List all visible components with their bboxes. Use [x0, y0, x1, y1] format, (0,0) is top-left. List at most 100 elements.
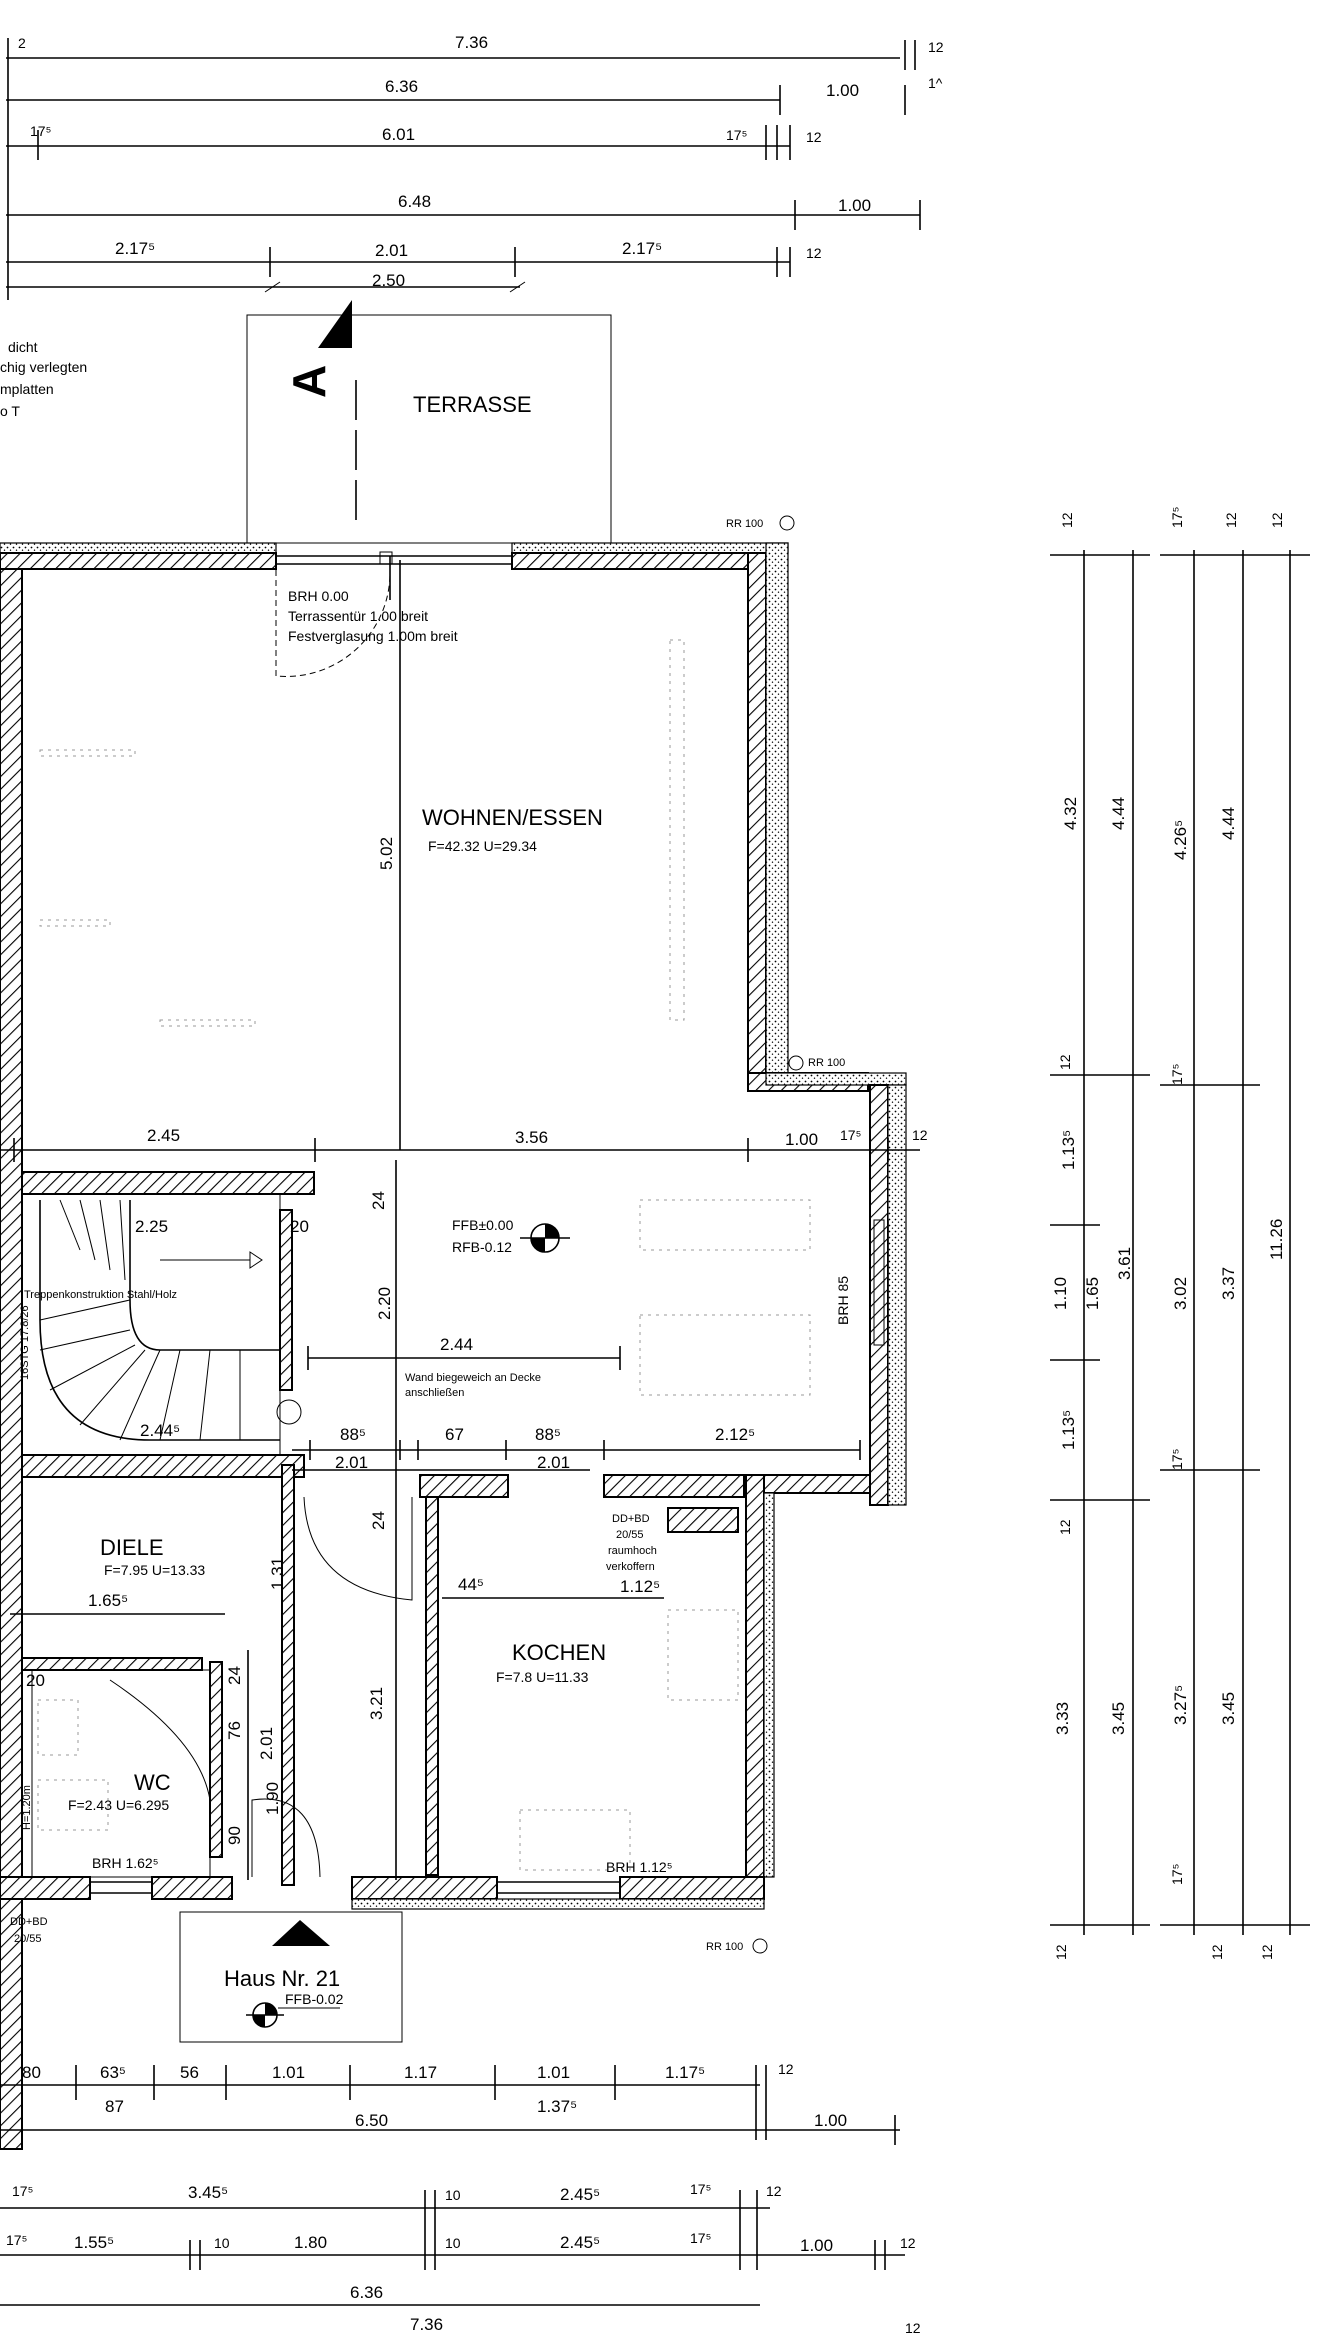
stair-bottom: 2.44⁵ — [140, 1421, 180, 1440]
hall-area: F=7.95 U=13.33 — [104, 1562, 205, 1578]
building-walls — [0, 542, 907, 2150]
svg-text:88⁵: 88⁵ — [340, 1425, 366, 1444]
svg-text:3.61: 3.61 — [1115, 1247, 1134, 1280]
svg-text:12: 12 — [1209, 1944, 1225, 1960]
wc-brh: BRH 1.62⁵ — [92, 1855, 159, 1871]
dim-top-left: 2 — [18, 35, 26, 51]
house-ffb: FFB-0.02 — [285, 1991, 344, 2007]
svg-text:12: 12 — [766, 2183, 782, 2199]
dim-mid-175: 17⁵ — [840, 1127, 861, 1143]
entry-note: DD+BD — [10, 1916, 48, 1928]
svg-text:3.45: 3.45 — [1219, 1692, 1238, 1725]
terrace-label: TERRASSE — [413, 392, 532, 417]
stair-side-label: 16STG 17.8/26 — [19, 1305, 31, 1380]
door-note: Festverglasung 1.00m breit — [288, 628, 458, 644]
dim-top-right: 12 — [928, 39, 944, 55]
stair-gap: 20 — [290, 1217, 309, 1236]
svg-text:1.55⁵: 1.55⁵ — [74, 2233, 114, 2252]
left-note: dicht chig verlegten mplatten o T — [0, 339, 87, 419]
svg-text:11.26: 11.26 — [1267, 1219, 1286, 1260]
section-marker-top: A — [283, 300, 357, 520]
wc: 20 WC F=2.43 U=6.295 BRH 1.62⁵ H=1.20m — [21, 1669, 211, 1878]
svg-text:88⁵: 88⁵ — [535, 1425, 561, 1444]
svg-text:10: 10 — [445, 2235, 461, 2251]
svg-text:24: 24 — [225, 1666, 244, 1685]
svg-text:12: 12 — [1259, 1944, 1275, 1960]
svg-text:1.01: 1.01 — [272, 2063, 305, 2082]
dim-12-b: 12 — [806, 245, 822, 261]
note-line: chig verlegten — [0, 359, 87, 375]
kitchen-label: KOCHEN — [512, 1640, 606, 1665]
svg-text:90: 90 — [225, 1826, 244, 1845]
svg-text:24: 24 — [369, 1191, 388, 1210]
rfb-label: RFB-0.12 — [452, 1239, 512, 1255]
kitchen: 44⁵ 1.12⁵ DD+BD 20/55 raumhoch verkoffer… — [442, 1507, 739, 1875]
note-line: mplatten — [0, 381, 54, 397]
dim-2175-b: 2.17⁵ — [622, 239, 662, 258]
door-note: Terrassentür 1.00 breit — [288, 608, 428, 624]
svg-text:3.37: 3.37 — [1219, 1267, 1238, 1300]
svg-text:67: 67 — [445, 1425, 464, 1444]
svg-text:3.45⁵: 3.45⁵ — [188, 2183, 228, 2202]
svg-text:1.17: 1.17 — [404, 2063, 437, 2082]
top-dimension-chains: 7.36 2 12 6.36 1.00 1^ 17⁵ 6.01 17⁵ 12 6… — [6, 33, 944, 300]
dim-245: 2.45 — [147, 1126, 180, 1145]
dim-mid-100: 1.00 — [785, 1130, 818, 1149]
svg-text:12: 12 — [905, 2320, 921, 2336]
svg-text:6.36: 6.36 — [350, 2283, 383, 2302]
terrace-outline — [246, 314, 612, 544]
svg-text:44⁵: 44⁵ — [458, 1575, 484, 1594]
svg-text:1.00: 1.00 — [814, 2111, 847, 2130]
entry-note: 20/55 — [14, 1933, 42, 1945]
stair-width: 2.25 — [135, 1217, 168, 1236]
kitchen-note: verkoffern — [606, 1561, 655, 1573]
svg-text:24: 24 — [369, 1511, 388, 1530]
svg-text:3.27⁵: 3.27⁵ — [1171, 1685, 1190, 1725]
svg-text:4.32: 4.32 — [1061, 797, 1080, 830]
svg-text:17⁵: 17⁵ — [1169, 507, 1185, 528]
level-marker: FFB±0.00 RFB-0.12 — [452, 1217, 570, 1255]
dim-2175-a: 2.17⁵ — [115, 239, 155, 258]
wall-note: anschließen — [405, 1387, 464, 1399]
svg-text:A: A — [283, 365, 335, 398]
svg-text:1.13⁵: 1.13⁵ — [1059, 1410, 1078, 1450]
svg-text:3.02: 3.02 — [1171, 1277, 1190, 1310]
bottom-dimension-chains: 80 63⁵ 56 1.01 1.17 1.01 1.17⁵ 12 87 1.3… — [0, 2061, 921, 2336]
svg-text:87: 87 — [105, 2097, 124, 2116]
dim-201: 2.01 — [375, 241, 408, 260]
wall-note: Wand biegeweich an Decke — [405, 1372, 541, 1384]
svg-text:12: 12 — [1223, 512, 1239, 528]
dim-250: 2.50 — [372, 271, 405, 290]
terrace-door — [275, 551, 393, 677]
living-label: WOHNEN/ESSEN — [422, 805, 603, 830]
svg-text:2.12⁵: 2.12⁵ — [715, 1425, 755, 1444]
svg-text:2.44: 2.44 — [440, 1335, 473, 1354]
opening-dims: 88⁵ 67 88⁵ 2.12⁵ 2.01 2.01 — [292, 1425, 861, 1472]
dim-648: 6.48 — [398, 192, 431, 211]
svg-text:1.01: 1.01 — [537, 2063, 570, 2082]
svg-text:12: 12 — [1053, 1944, 1069, 1960]
dim-356: 3.56 — [515, 1128, 548, 1147]
svg-text:12: 12 — [1269, 512, 1285, 528]
mid-vert-dims: 24 2.20 24 3.21 — [367, 1160, 397, 1880]
dim-r2-far: 1^ — [928, 75, 943, 91]
dim-12-a: 12 — [806, 129, 822, 145]
svg-text:17⁵: 17⁵ — [690, 2181, 711, 2197]
svg-text:17⁵: 17⁵ — [1169, 1864, 1185, 1885]
dim-601: 6.01 — [382, 125, 415, 144]
svg-text:3.33: 3.33 — [1053, 1702, 1072, 1735]
svg-text:4.44: 4.44 — [1109, 797, 1128, 830]
dim-636: 6.36 — [385, 77, 418, 96]
svg-text:3.21: 3.21 — [367, 1687, 386, 1720]
svg-text:17⁵: 17⁵ — [12, 2183, 33, 2199]
svg-text:1.65⁵: 1.65⁵ — [88, 1591, 128, 1610]
svg-text:1.00: 1.00 — [800, 2236, 833, 2255]
svg-text:1.37⁵: 1.37⁵ — [537, 2097, 577, 2116]
svg-text:12: 12 — [1057, 1054, 1073, 1070]
svg-text:4.44: 4.44 — [1219, 807, 1238, 840]
svg-text:3.45: 3.45 — [1109, 1702, 1128, 1735]
mid-dims: 2.45 3.56 1.00 17⁵ 12 — [0, 1126, 928, 1162]
right-dimension-column-1: 12 4.32 4.44 12 1.13⁵ 1.10 1.65 3.61 1.1… — [1050, 512, 1150, 1960]
note-line: o T — [0, 403, 20, 419]
svg-text:6.50: 6.50 — [355, 2111, 388, 2130]
